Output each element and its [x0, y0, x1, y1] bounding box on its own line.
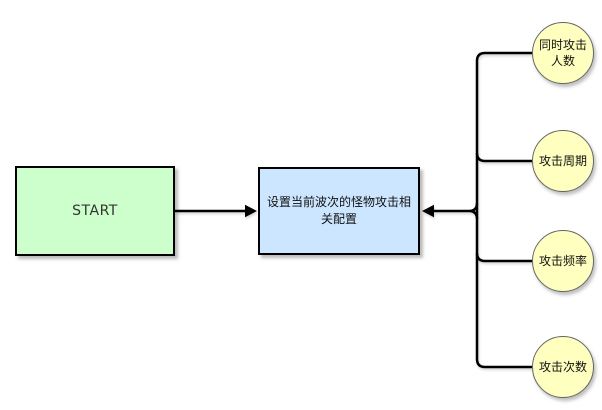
process-node-label: 设置当前波次的怪物攻击相关配置: [266, 194, 411, 226]
start-node[interactable]: START: [15, 166, 175, 256]
start-node-label: START: [72, 203, 118, 219]
process-node-monster-attack-config[interactable]: 设置当前波次的怪物攻击相关配置: [258, 167, 420, 255]
config-node-simultaneous-attackers[interactable]: 同时攻击人数: [532, 22, 594, 84]
edge-config-trunk: [475, 51, 532, 369]
edge-branch-attack-frequency: [475, 252, 532, 263]
config-node-label: 攻击次数: [538, 359, 587, 374]
config-node-attack-period[interactable]: 攻击周期: [532, 130, 594, 192]
config-node-attack-frequency[interactable]: 攻击频率: [532, 230, 594, 292]
arrowhead-into-process-right: [422, 204, 434, 218]
config-node-label: 攻击周期: [538, 153, 587, 168]
config-node-label: 攻击频率: [538, 253, 587, 268]
config-node-label: 同时攻击人数: [538, 37, 587, 68]
edge-branch-attack-period: [475, 152, 532, 163]
arrowhead-into-process-left: [245, 204, 257, 218]
edge-trunk-to-process: [434, 202, 479, 220]
config-node-attack-count[interactable]: 攻击次数: [532, 336, 594, 398]
